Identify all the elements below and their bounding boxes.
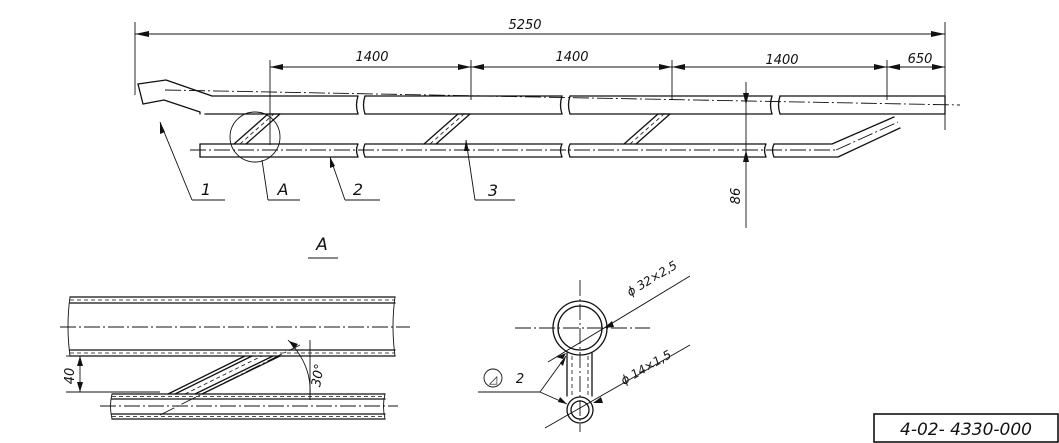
detail-view-label: A [315, 235, 328, 255]
detail-upper-tube [60, 296, 410, 357]
upper-tube-section-inner [557, 305, 603, 351]
weld-symbol: ◿ [489, 373, 498, 386]
detail-angle: 30° [287, 339, 328, 400]
diagonal-braces [233, 113, 671, 145]
detail-offset-dimension: 40 [63, 355, 160, 393]
section-view: ϕ 32×2,5 ϕ 14×1,5 ◿ 2 [478, 258, 691, 432]
upper-tube-dimension: ϕ 32×2,5 [624, 258, 679, 299]
detail-offset-label: 40 [63, 368, 78, 385]
upper-tube [137, 79, 961, 115]
span-2-label: 1400 [555, 50, 588, 65]
drawing-stamp: 4-02- 4330-000 [873, 413, 1059, 443]
callouts: 1 A 2 3 [159, 121, 515, 201]
callout-2: 2 [353, 180, 363, 199]
detail-circle-a [229, 111, 281, 163]
lower-tube-section-inner [570, 400, 590, 420]
angle-label: 30° [309, 363, 328, 388]
detail-view-a: A [60, 235, 410, 420]
callout-a: A [277, 180, 289, 199]
lower-tube [190, 116, 901, 158]
lower-tube-dimension: ϕ 14×1,5 [618, 347, 674, 387]
chain-dimensions: 1400 1400 1400 650 [269, 50, 945, 145]
span-1-label: 1400 [355, 50, 388, 65]
lower-tube-section-outer [566, 396, 594, 424]
elevation-view: 5250 1400 1400 1400 650 [134, 18, 961, 228]
overall-length-label: 5250 [508, 18, 541, 33]
callout-3: 3 [488, 181, 498, 200]
weld-size: 2 [516, 372, 524, 387]
detail-brace [159, 344, 301, 416]
weld-symbol-icon [483, 368, 503, 388]
detail-lower-tube [100, 393, 398, 420]
offset-label: 86 [729, 188, 744, 205]
overall-dimension: 5250 [134, 18, 946, 130]
callout-1: 1 [201, 180, 211, 199]
end-span-label: 650 [908, 52, 933, 67]
span-3-label: 1400 [765, 53, 798, 68]
weld-callout: ◿ 2 [478, 355, 568, 405]
offset-dimension: 86 [729, 82, 749, 228]
upper-tube-section-outer [552, 300, 608, 356]
drawing-code: 4-02- 4330-000 [900, 420, 1032, 440]
